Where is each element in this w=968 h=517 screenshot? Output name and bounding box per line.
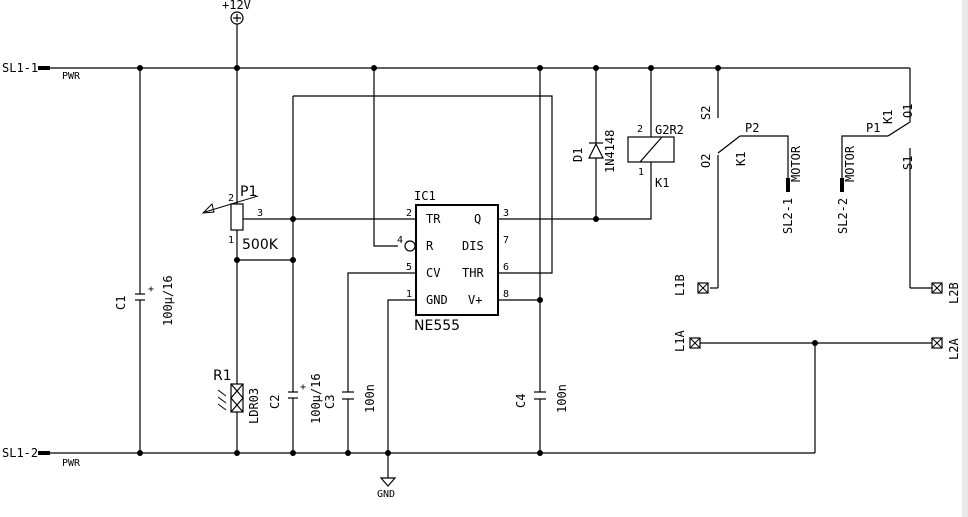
l1b-label: L1B	[673, 274, 687, 296]
c4-value: 100n	[555, 384, 569, 413]
c3-ref: C3	[323, 395, 337, 409]
terminal-l1a: L1A	[673, 330, 701, 352]
k1-pin1: 1	[638, 167, 644, 178]
l1a-label: L1A	[673, 330, 687, 352]
p1-ref: P1	[240, 184, 257, 200]
capacitor-c3: C3 100n	[323, 384, 377, 453]
ground-symbol: GND	[377, 477, 397, 500]
pin-r-label: R	[426, 239, 434, 253]
c2-value: 100µ/16	[309, 373, 323, 424]
ldr-r1: R1 LDR03	[213, 260, 261, 453]
contact-o1: O1	[901, 104, 915, 118]
p1-pin3: 3	[257, 208, 263, 219]
c1-ref: C1	[114, 296, 128, 310]
d1-value: 1N4148	[603, 130, 617, 173]
pin-tr-num: 2	[406, 208, 412, 219]
contact-k1-a: K1	[734, 152, 748, 166]
contact-k1-b: K1	[881, 110, 895, 124]
terminal-l1b: L1B	[673, 274, 709, 296]
pin-thr-label: THR	[462, 266, 484, 280]
pin-q-num: 3	[503, 208, 509, 219]
terminal-l2b: L2B	[931, 282, 961, 304]
supply-12v: +12V	[222, 0, 251, 68]
c1-polarity: +	[148, 284, 154, 295]
p1-pin2: 2	[228, 193, 234, 204]
sl2-2-label: SL2-2	[836, 198, 850, 234]
c4-ref: C4	[514, 394, 528, 408]
pin-vplus-num: 8	[503, 289, 509, 300]
contact-s2: S2	[699, 106, 713, 120]
motor-1-label: MOTOR	[789, 145, 803, 182]
top-power-rail: SL1-1 PWR	[2, 61, 911, 122]
capacitor-c1: + C1 100µ/16	[114, 68, 175, 453]
l2a-label: L2A	[947, 338, 961, 360]
ground-label: GND	[377, 489, 395, 500]
pin-tr-label: TR	[426, 212, 441, 226]
c2-ref: C2	[268, 395, 282, 409]
pwr-bottom-label: PWR	[62, 458, 81, 469]
c2-polarity: +	[300, 382, 306, 393]
c3-value: 100n	[363, 384, 377, 413]
ic-part: NE555	[414, 318, 460, 334]
connector-sl1-1-label: SL1-1	[2, 61, 38, 75]
relay-k1-coil: 2 1 G2R2 K1	[627, 68, 684, 190]
capacitor-c2: + C2 100µ/16	[268, 96, 323, 453]
motor-2-label: MOTOR	[843, 145, 857, 182]
supply-label: +12V	[222, 0, 251, 12]
pin-r-num: 4	[397, 235, 403, 246]
p1-value: 500K	[242, 237, 279, 253]
pin-gnd-label: GND	[426, 293, 448, 307]
pin-thr-num: 6	[503, 262, 509, 273]
pin-dis-label: DIS	[462, 239, 484, 253]
pin-vplus-label: V+	[468, 293, 482, 307]
contact-s1: S1	[901, 156, 915, 170]
pin-cv-num: 5	[406, 262, 412, 273]
terminal-l2a: L2A	[931, 337, 961, 360]
diode-d1: D1 1N4148	[571, 68, 617, 219]
window-edge	[962, 0, 968, 517]
r1-value: LDR03	[247, 388, 261, 424]
pin-q-label: Q	[474, 212, 481, 226]
junction-dots	[137, 65, 818, 456]
p1-pin1: 1	[228, 235, 234, 246]
ic-ref: IC1	[414, 189, 436, 203]
k1-pin2: 2	[637, 124, 643, 135]
pwr-top-label: PWR	[62, 71, 81, 82]
pin-dis-num: 7	[503, 235, 509, 246]
bottom-power-rail: SL1-2 PWR	[2, 446, 815, 469]
connector-sl1-2-label: SL1-2	[2, 446, 38, 460]
d1-ref: D1	[571, 148, 585, 162]
sl2-1-label: SL2-1	[781, 198, 795, 234]
k1-value: G2R2	[655, 123, 684, 137]
k1-ref: K1	[655, 176, 669, 190]
pin-gnd-num: 1	[406, 289, 412, 300]
capacitor-c4: C4 100n	[514, 68, 569, 453]
r1-ref: R1	[213, 368, 232, 384]
l2b-label: L2B	[947, 282, 961, 304]
contact-o2: O2	[699, 154, 713, 168]
c1-value: 100µ/16	[161, 275, 175, 326]
contact-p2: P2	[745, 121, 759, 135]
relay-contact-set-1: P1 K1 O1 S1 MOTOR SL2-2	[836, 104, 915, 288]
ic-ne555: IC1 NE555 TR R CV GND Q DIS THR V+ 2 4 5…	[397, 189, 509, 334]
contact-p1: P1	[866, 121, 880, 135]
pin-cv-label: CV	[426, 266, 440, 280]
potentiometer-p1: 2 1 3 P1 500K	[201, 68, 293, 260]
relay-contact-set-2: S2 O2 P2 K1 MOTOR SL2-1	[699, 68, 803, 288]
